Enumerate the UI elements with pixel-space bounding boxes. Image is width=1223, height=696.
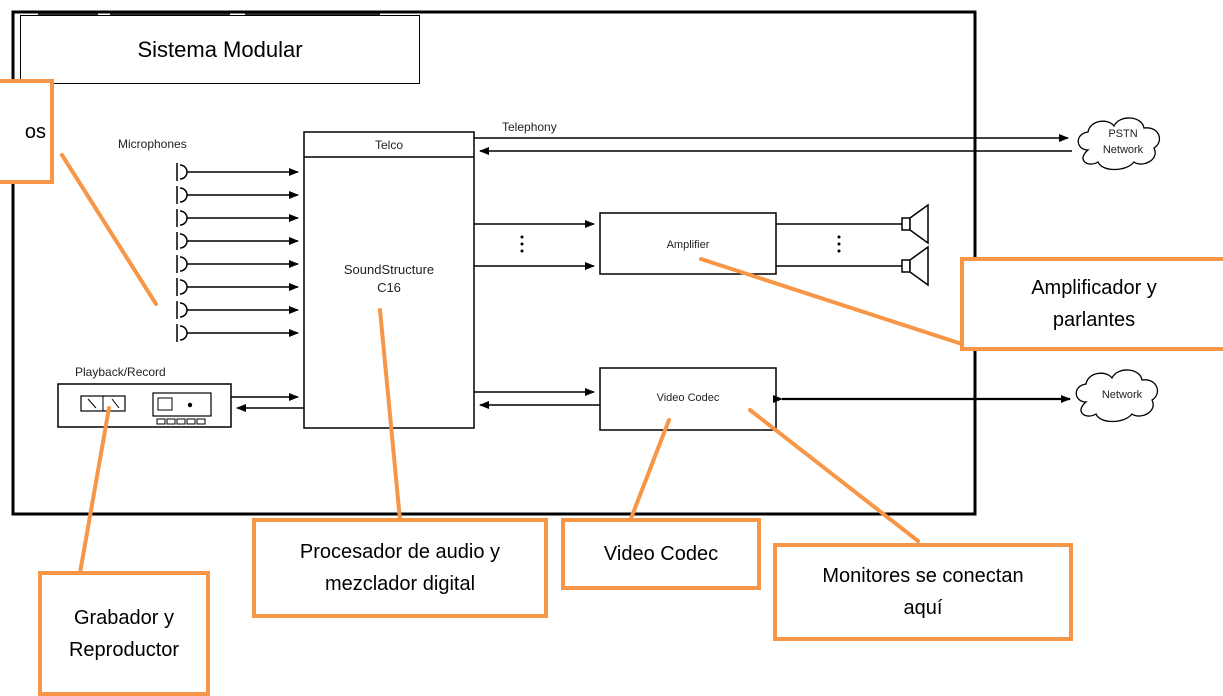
telephony-label: Telephony (502, 120, 557, 134)
speaker-icon (901, 245, 929, 287)
callout-microphones-text: os (24, 120, 46, 143)
pstn-label-line1: PSTN (1108, 128, 1137, 140)
microphone-array (176, 163, 299, 342)
microphone-icon (176, 163, 299, 181)
processor-label-line2: C16 (377, 280, 401, 295)
leader-microphones (60, 153, 158, 306)
callout-processor-line1: Procesador de audio y (299, 541, 501, 563)
callout-amplifier-line2: parlantes (1052, 309, 1136, 331)
telco-label: Telco (375, 138, 403, 152)
processor-block: Telco SoundStructure C16 (303, 131, 475, 429)
microphone-icon (176, 209, 299, 227)
callout-recorder-line2: Reproductor (68, 638, 180, 661)
amplifier-label: Amplifier (667, 239, 710, 251)
callout-microphones: os (0, 79, 54, 184)
callout-recorder: Grabador y Reproductor (38, 571, 210, 696)
leader-video-codec (628, 418, 671, 523)
recorder-buttons (156, 418, 206, 425)
callout-recorder-line1: Grabador y (73, 606, 175, 629)
microphone-icon (176, 324, 299, 342)
microphone-icon (176, 255, 299, 273)
microphone-icon (176, 301, 299, 319)
leader-processor (378, 308, 402, 522)
pstn-cloud-icon: PSTN Network (1077, 117, 1161, 171)
microphone-icon (176, 232, 299, 250)
ellipsis-dots (520, 235, 524, 253)
leader-amplifier (699, 257, 964, 346)
callout-monitors-line2: aquí (903, 597, 943, 619)
processor-label-line1: SoundStructure (344, 262, 434, 277)
network-cloud-icon: Network (1075, 369, 1159, 423)
page-title: Sistema Modular (20, 15, 420, 84)
leader-recorder (78, 406, 111, 575)
outer-frame (11, 10, 977, 516)
leader-monitors (748, 408, 920, 543)
callout-processor-line2: mezclador digital (324, 573, 476, 595)
speaker-icon (901, 203, 929, 245)
playback-record-device (57, 383, 232, 428)
callout-video-codec: Video Codec (561, 518, 761, 590)
callout-processor: Procesador de audio y mezclador digital (252, 518, 548, 618)
callout-monitors-line1: Monitores se conectan (822, 565, 1024, 587)
callout-leader-lines (60, 153, 964, 575)
video-codec-block: Video Codec (599, 367, 777, 431)
video-codec-label: Video Codec (657, 392, 720, 404)
callout-monitors: Monitores se conectan aquí (773, 543, 1073, 641)
callout-video-codec-text: Video Codec (603, 543, 719, 565)
microphones-label: Microphones (118, 137, 187, 151)
amplifier-block: Amplifier (599, 212, 777, 275)
callout-amplifier: Amplificador y parlantes (960, 257, 1223, 351)
pstn-label-line2: Network (1103, 144, 1144, 156)
microphone-icon (176, 278, 299, 296)
microphone-icon (176, 186, 299, 204)
playback-label: Playback/Record (75, 365, 166, 379)
callout-amplifier-line1: Amplificador y (1031, 277, 1157, 299)
ellipsis-dots (837, 235, 841, 253)
network-label: Network (1102, 389, 1143, 401)
